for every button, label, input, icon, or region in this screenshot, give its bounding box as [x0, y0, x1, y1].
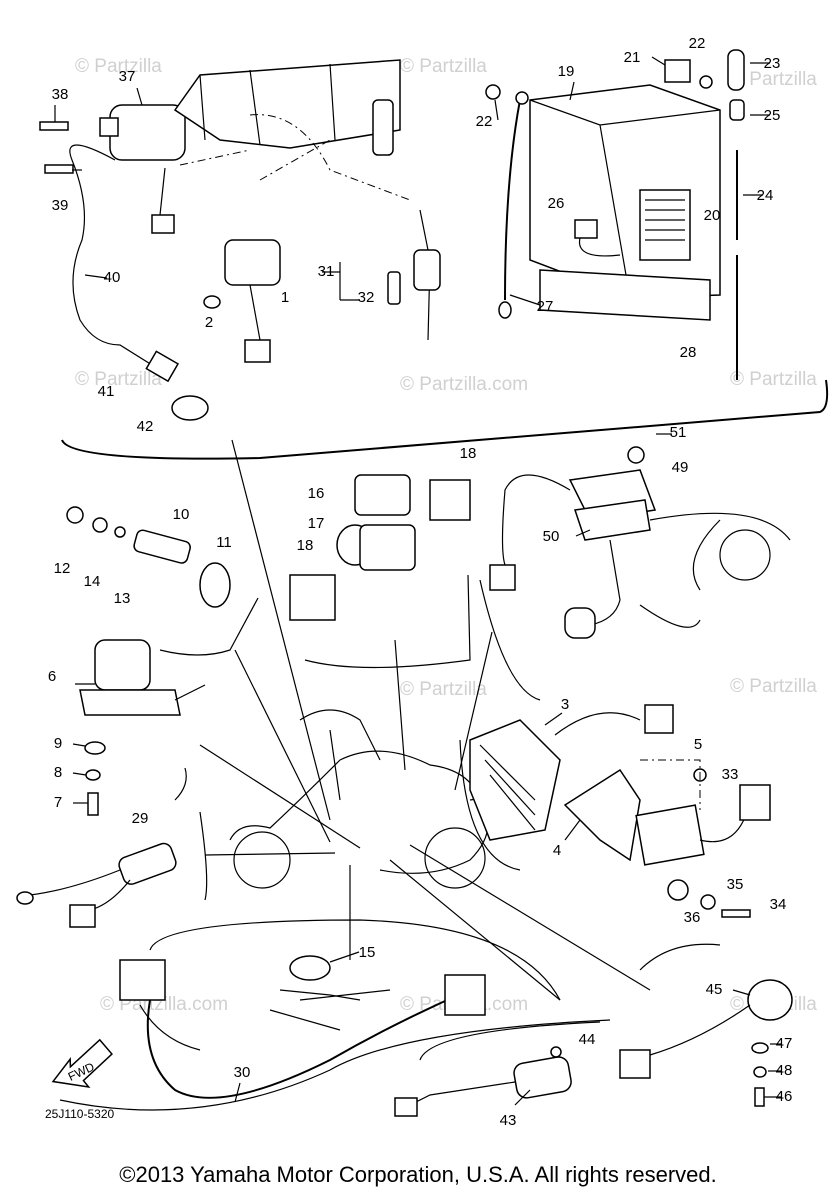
- callout-51: 51: [670, 424, 687, 441]
- callout-5: 5: [694, 736, 702, 753]
- sensor-45: [619, 979, 793, 1107]
- regulator-unit: [469, 704, 771, 918]
- neutral-switch: [66, 506, 231, 608]
- watermark: © Partzilla: [400, 679, 487, 700]
- bolts-top: [39, 121, 74, 174]
- callout-42: 42: [137, 418, 154, 435]
- watermark: © Partzilla: [730, 69, 817, 90]
- callout-47: 47: [776, 1035, 793, 1052]
- callout-38: 38: [52, 86, 69, 103]
- relay-49: [489, 446, 791, 639]
- callout-leaders: [54, 56, 782, 1106]
- parts-diagram: © Partzilla © Partzilla © Partzilla © Pa…: [16, 35, 829, 1129]
- callout-36: 36: [684, 909, 701, 926]
- callout-7: 7: [54, 794, 62, 811]
- callout-14: 14: [84, 573, 101, 590]
- callout-41: 41: [98, 383, 115, 400]
- breather-hose: [485, 49, 745, 380]
- fwd-arrow: FWD: [51, 1038, 113, 1089]
- callout-labels: 3837394021313241422219212223252426202728…: [48, 35, 793, 1129]
- watermark: © Partzilla.com: [400, 374, 528, 395]
- callout-4: 4: [553, 842, 561, 859]
- callout-35: 35: [727, 876, 744, 893]
- callout-18: 18: [460, 445, 477, 462]
- sensor-6: [79, 639, 206, 816]
- callout-6: 6: [48, 668, 56, 685]
- callout-12: 12: [54, 560, 71, 577]
- callout-43: 43: [500, 1112, 517, 1129]
- callout-50: 50: [543, 528, 560, 545]
- callout-20: 20: [704, 207, 721, 224]
- callout-34: 34: [770, 896, 787, 913]
- callout-48: 48: [776, 1062, 793, 1079]
- watermark: © Partzilla: [730, 369, 817, 390]
- callout-10: 10: [173, 506, 190, 523]
- flasher-parts: [289, 474, 471, 621]
- callout-39: 39: [52, 197, 69, 214]
- sensor-43: [394, 1046, 572, 1117]
- callout-46: 46: [776, 1088, 793, 1105]
- callout-27: 27: [537, 298, 554, 315]
- callout-25: 25: [764, 107, 781, 124]
- callout-11: 11: [216, 534, 232, 551]
- section-dividers: [59, 379, 829, 1111]
- callout-28: 28: [680, 344, 697, 361]
- callout-26: 26: [548, 195, 565, 212]
- callout-1: 1: [281, 289, 289, 306]
- callout-45: 45: [706, 981, 723, 998]
- watermark: © Partzilla: [400, 56, 487, 77]
- callout-40: 40: [104, 269, 121, 286]
- callout-21: 21: [624, 49, 641, 66]
- callout-17: 17: [308, 515, 325, 532]
- callout-37: 37: [119, 68, 136, 85]
- copyright-notice: ©2013 Yamaha Motor Corporation, U.S.A. A…: [119, 1162, 717, 1187]
- callout-3: 3: [561, 696, 569, 713]
- callout-29: 29: [132, 810, 149, 827]
- callout-30: 30: [234, 1064, 251, 1081]
- callout-49: 49: [672, 459, 689, 476]
- wire-harness: [119, 955, 486, 1099]
- callout-13: 13: [114, 590, 131, 607]
- callout-31: 31: [318, 263, 335, 280]
- callout-22: 22: [476, 113, 493, 130]
- callout-44: 44: [579, 1031, 596, 1048]
- callout-8: 8: [54, 764, 62, 781]
- motorcycle-outline: [229, 709, 489, 889]
- fuse-holder: [372, 99, 441, 341]
- diagram-code: 25J110-5320: [45, 1107, 114, 1121]
- battery: [498, 84, 721, 321]
- watermark: © Partzilla: [730, 676, 817, 697]
- callout-16: 16: [308, 485, 325, 502]
- callout-9: 9: [54, 735, 62, 752]
- battery-tray: [173, 59, 411, 201]
- ignition-coil: [69, 104, 209, 421]
- callout-32: 32: [358, 289, 375, 306]
- callout-18: 18: [297, 537, 314, 554]
- callout-22: 22: [689, 35, 706, 52]
- callout-23: 23: [764, 55, 781, 72]
- callout-2: 2: [205, 314, 213, 331]
- starter-relay: [203, 239, 281, 363]
- watermark: © Partzilla: [75, 56, 162, 77]
- callout-15: 15: [359, 944, 376, 961]
- callout-24: 24: [757, 187, 774, 204]
- watermark: © Partzilla: [75, 369, 162, 390]
- callout-33: 33: [722, 766, 739, 783]
- switch-29: [16, 842, 177, 928]
- callout-19: 19: [558, 63, 575, 80]
